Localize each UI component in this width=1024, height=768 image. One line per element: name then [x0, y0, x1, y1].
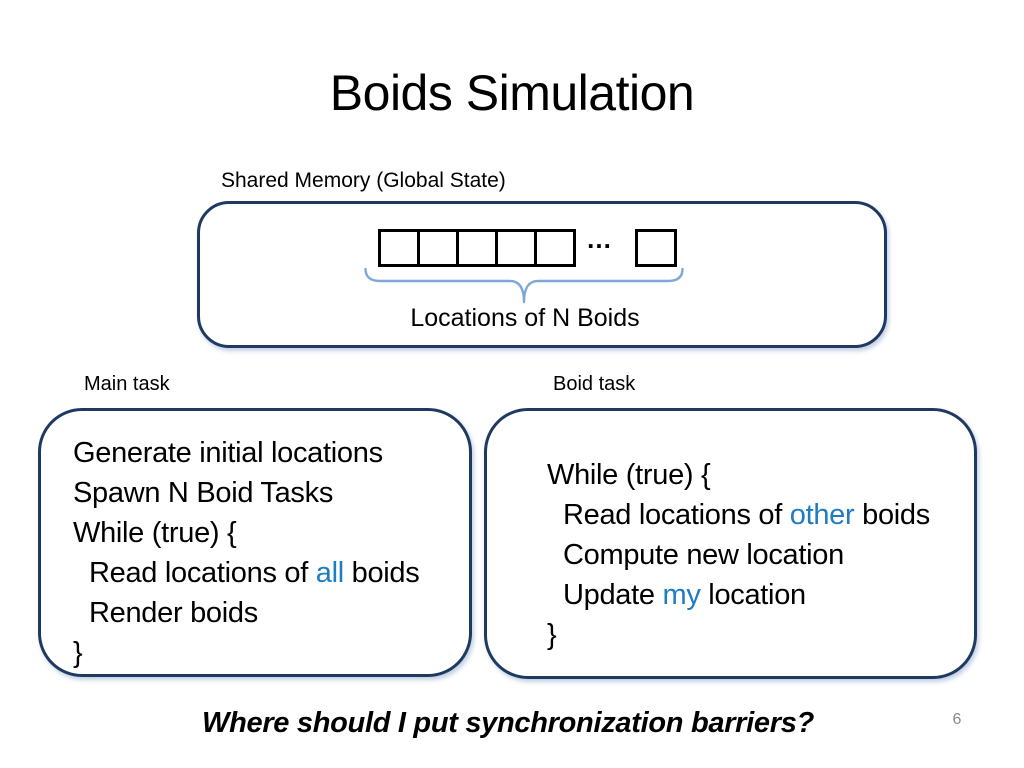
boid-locations-array: … [378, 224, 677, 267]
code-highlight: other [789, 499, 855, 531]
code-text: Read locations of [563, 499, 790, 531]
shared-memory-box: … Locations of N Boids [197, 201, 887, 348]
page-number: 6 [952, 711, 962, 728]
code-line: Update my location [547, 575, 974, 615]
code-text: boids [343, 557, 420, 589]
shared-memory-label: Shared Memory (Global State) [221, 169, 506, 192]
underbrace-icon [364, 268, 684, 304]
code-text: location [700, 579, 806, 611]
code-text: boids [854, 499, 930, 531]
code-highlight: my [662, 579, 701, 611]
slide-title: Boids Simulation [329, 65, 695, 121]
boid-task-code: While (true) { Read locations of other b… [487, 411, 974, 655]
code-line: Generate initial locations [73, 437, 383, 469]
code-line: } [547, 619, 557, 651]
question-text: Where should I put synchronization barri… [202, 707, 814, 739]
code-line: Read locations of all boids [73, 553, 469, 593]
code-line: While (true) { [73, 517, 237, 549]
code-line: Read locations of other boids [547, 495, 974, 535]
array-cell-last [635, 229, 677, 267]
array-cell [495, 229, 537, 267]
array-cell [456, 229, 498, 267]
code-text: Update [563, 579, 663, 611]
code-line: Render boids [89, 597, 258, 629]
code-highlight: all [315, 557, 344, 589]
main-task-label: Main task [84, 373, 170, 395]
array-cell [534, 229, 576, 267]
boid-task-box: While (true) { Read locations of other b… [484, 408, 977, 679]
array-ellipsis: … [586, 223, 613, 254]
code-line: Spawn N Boid Tasks [73, 477, 334, 509]
locations-caption: Locations of N Boids [410, 304, 640, 332]
code-line: } [73, 637, 83, 669]
code-line: While (true) { [547, 459, 711, 491]
code-text: Read locations of [89, 557, 316, 589]
main-task-code: Generate initial locations Spawn N Boid … [41, 411, 469, 673]
array-cell [378, 229, 420, 267]
main-task-box: Generate initial locations Spawn N Boid … [38, 408, 472, 677]
array-cell [417, 229, 459, 267]
code-line: Compute new location [563, 539, 844, 571]
boid-task-label: Boid task [553, 373, 636, 395]
